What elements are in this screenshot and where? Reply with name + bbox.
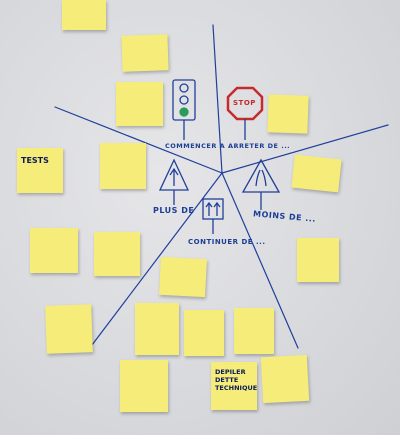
sticky-note — [159, 256, 207, 298]
sticky-note — [100, 143, 146, 189]
label-commencer: COMMENCER A ... — [165, 142, 237, 150]
sticky-note-tests-text: TESTS — [21, 156, 49, 165]
sticky-note — [260, 354, 310, 404]
sticky-note — [121, 34, 169, 72]
sticky-note — [94, 232, 140, 276]
sticky-note — [116, 82, 163, 126]
sticky-note — [45, 304, 93, 354]
narrowing-road-sign-icon — [158, 158, 190, 205]
sticky-note — [291, 154, 342, 193]
wheel-line-right — [221, 124, 389, 174]
sticky-note — [30, 228, 78, 273]
stop-sign-text: STOP — [233, 99, 256, 107]
label-plus-de: PLUS DE — [153, 206, 195, 215]
road-narrows-sign-icon — [241, 158, 281, 210]
sticky-note — [135, 303, 179, 355]
traffic-light-icon — [172, 79, 196, 140]
sticky-note — [184, 310, 224, 356]
wheel-line-top — [212, 24, 223, 174]
label-continuer-de: CONTINUER DE ... — [188, 238, 266, 246]
sticky-note — [267, 94, 309, 134]
sticky-note — [297, 238, 339, 282]
sticky-note — [234, 308, 274, 354]
sticky-note-depiler: DEPILER DETTE TECHNIQUE — [211, 362, 257, 410]
sticky-note — [120, 360, 168, 412]
wheel-line-left — [54, 106, 223, 174]
sticky-note-depiler-text: DEPILER DETTE TECHNIQUE — [215, 368, 257, 392]
wheel-line-bottom-left — [91, 172, 223, 346]
label-arreter: ARRETER DE ... — [228, 142, 291, 150]
wheel-line-bottom-right — [221, 172, 299, 349]
sticky-note — [62, 0, 106, 30]
one-way-sign-icon — [202, 198, 224, 234]
sticky-note-tests: TESTS — [17, 148, 63, 193]
stop-sign-icon — [226, 86, 264, 140]
